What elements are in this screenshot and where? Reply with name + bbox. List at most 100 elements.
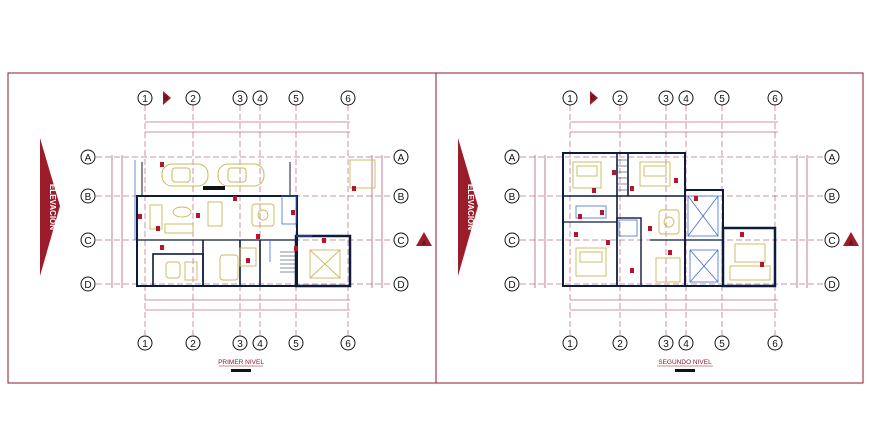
column-label: 4 xyxy=(683,339,689,350)
column-labels-top: 1 2 3 4 5 6 xyxy=(142,94,351,105)
section-flag-icon: B xyxy=(590,91,598,105)
row-grid-lines xyxy=(96,156,390,285)
column-grid-lines xyxy=(144,105,349,335)
grid-bubble-icon xyxy=(504,276,520,292)
grid-bubble-icon xyxy=(80,276,96,292)
grid-bubble-icon xyxy=(185,90,201,106)
row-labels: A B C D A B C D xyxy=(84,153,404,291)
column-label: 6 xyxy=(345,339,351,350)
column-label: 5 xyxy=(719,94,725,105)
scale-bar xyxy=(675,369,695,372)
top-grid-marker-label: B xyxy=(164,96,168,102)
furniture-icons xyxy=(572,161,771,283)
blue-accent-lines xyxy=(134,160,312,262)
grid-bubble-icon xyxy=(767,90,783,106)
row-label: C xyxy=(397,236,404,247)
grid-bubble-icon xyxy=(288,335,304,351)
grid-bubble-icon xyxy=(678,335,694,351)
column-label: 4 xyxy=(257,94,263,105)
grid-bubble-icon xyxy=(340,335,356,351)
grid-bubble-icon xyxy=(393,232,409,248)
elevation-label: ELEVACION xyxy=(48,184,57,230)
column-labels-bottom: 1 2 3 4 5 6 xyxy=(567,339,778,350)
section-marker-label: A xyxy=(849,241,853,247)
grid-bubble-icon xyxy=(678,90,694,106)
grid-bubble-icon xyxy=(612,90,628,106)
column-label: 3 xyxy=(663,94,669,105)
column-labels-bottom: 1 2 3 4 5 6 xyxy=(142,339,351,350)
grid-bubble-icon xyxy=(562,335,578,351)
top-grid-marker-label: B xyxy=(591,96,595,102)
column-label: 1 xyxy=(567,94,573,105)
grid-bubble-icon xyxy=(232,335,248,351)
column-label: 2 xyxy=(617,339,623,350)
grid-bubble-icon xyxy=(137,90,153,106)
column-label: 1 xyxy=(142,339,148,350)
grid-bubble-icon xyxy=(504,149,520,165)
row-label: A xyxy=(398,153,405,164)
section-triangle-icon: A xyxy=(416,232,432,247)
column-bubbles-bottom xyxy=(137,335,356,351)
floor-plan-walls xyxy=(562,152,777,288)
row-label: B xyxy=(85,192,92,203)
row-label: A xyxy=(85,153,92,164)
grid-bubble-icon xyxy=(393,149,409,165)
floor-plan-walls xyxy=(136,162,352,288)
garage-label-block xyxy=(203,186,225,190)
column-bubbles-top xyxy=(137,90,356,106)
column-label: 5 xyxy=(293,339,299,350)
scale-bar xyxy=(231,369,251,372)
grid-bubble-icon xyxy=(658,90,674,106)
grid-bubble-icon xyxy=(714,90,730,106)
column-label: 6 xyxy=(772,94,778,105)
column-labels-top: 1 2 3 4 5 6 xyxy=(567,94,778,105)
furniture-icons xyxy=(149,159,376,281)
grid-bubble-icon xyxy=(340,90,356,106)
column-label: 3 xyxy=(237,94,243,105)
grid-bubble-icon xyxy=(80,149,96,165)
section-marker-label: A xyxy=(422,241,426,247)
grid-bubble-icon xyxy=(612,335,628,351)
stair-icon xyxy=(280,251,296,273)
grid-bubble-icon xyxy=(80,232,96,248)
grid-bubble-icon xyxy=(824,232,840,248)
grid-bubble-icon xyxy=(824,276,840,292)
row-label: D xyxy=(828,280,835,291)
drawing-frame xyxy=(7,72,864,384)
row-labels: A B C D A B C D xyxy=(508,153,835,291)
grid-bubble-icon xyxy=(185,335,201,351)
grid-bubble-icon xyxy=(658,335,674,351)
section-flag-icon: B xyxy=(163,91,171,105)
row-label: D xyxy=(84,280,91,291)
red-tag-markers xyxy=(138,162,356,263)
grid-bubble-icon xyxy=(288,90,304,106)
row-label: C xyxy=(84,236,91,247)
elevation-arrow-icon: ELEVACION xyxy=(458,138,478,276)
grid-bubble-icon xyxy=(252,335,268,351)
column-label: 6 xyxy=(772,339,778,350)
column-grid-lines xyxy=(569,105,776,335)
column-label: 2 xyxy=(190,94,196,105)
column-bubbles-top xyxy=(562,90,783,106)
sheet-title: PRIMER NIVEL xyxy=(218,359,264,366)
red-tag-markers xyxy=(574,170,764,273)
section-triangle-icon: A xyxy=(843,232,859,247)
grid-bubble-icon xyxy=(767,335,783,351)
sheet-primer-nivel: ELEVACION xyxy=(40,90,432,372)
grid-bubble-icon xyxy=(504,232,520,248)
column-label: 1 xyxy=(142,94,148,105)
row-label: A xyxy=(829,153,836,164)
column-bubbles-bottom xyxy=(562,335,783,351)
dimension-strings xyxy=(534,121,808,311)
grid-bubble-icon xyxy=(252,90,268,106)
column-label: 4 xyxy=(257,339,263,350)
column-label: 5 xyxy=(719,339,725,350)
grid-bubble-icon xyxy=(562,90,578,106)
column-label: 6 xyxy=(345,94,351,105)
row-label: B xyxy=(509,192,516,203)
column-label: 3 xyxy=(237,339,243,350)
grid-bubble-icon xyxy=(232,90,248,106)
grid-bubble-icon xyxy=(824,149,840,165)
column-label: 5 xyxy=(293,94,299,105)
